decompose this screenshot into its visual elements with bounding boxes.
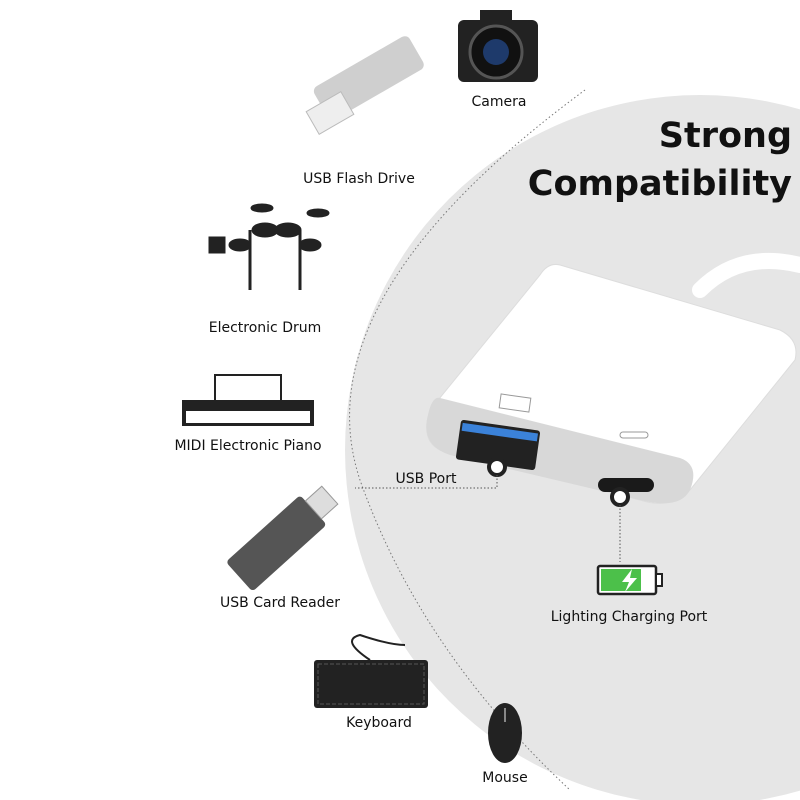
headline-line1: Strong — [658, 116, 792, 156]
piano-keyboard-icon — [182, 374, 314, 426]
battery-icon — [596, 564, 663, 596]
lightning-glyph-icon — [619, 431, 649, 439]
cable — [692, 252, 800, 298]
dotted-arc — [349, 89, 586, 791]
lightning-port — [598, 478, 654, 492]
device-label-camera: Camera — [471, 94, 527, 110]
adapter — [426, 264, 797, 504]
electronic-drum-icon — [208, 203, 330, 290]
camera-glyph-icon — [498, 393, 532, 413]
card-reader-icon — [227, 485, 339, 591]
camera-icon — [458, 10, 538, 82]
usb-flash-drive-icon — [305, 36, 424, 135]
keyboard-icon — [314, 633, 428, 708]
headline-line2: Compatibility — [527, 164, 792, 204]
lightning-port-label: Lighting Charging Port — [550, 609, 708, 625]
device-label-midi-piano: MIDI Electronic Piano — [174, 438, 322, 454]
device-label-keyboard: Keyboard — [346, 715, 412, 731]
mouse-icon — [488, 703, 522, 763]
device-label-electronic-drum: Electronic Drum — [208, 320, 322, 336]
device-label-mouse: Mouse — [482, 770, 528, 786]
usb-port-label: USB Port — [395, 471, 457, 487]
device-label-usb-flash-drive: USB Flash Drive — [303, 171, 415, 187]
device-label-usb-card-reader: USB Card Reader — [220, 595, 340, 611]
